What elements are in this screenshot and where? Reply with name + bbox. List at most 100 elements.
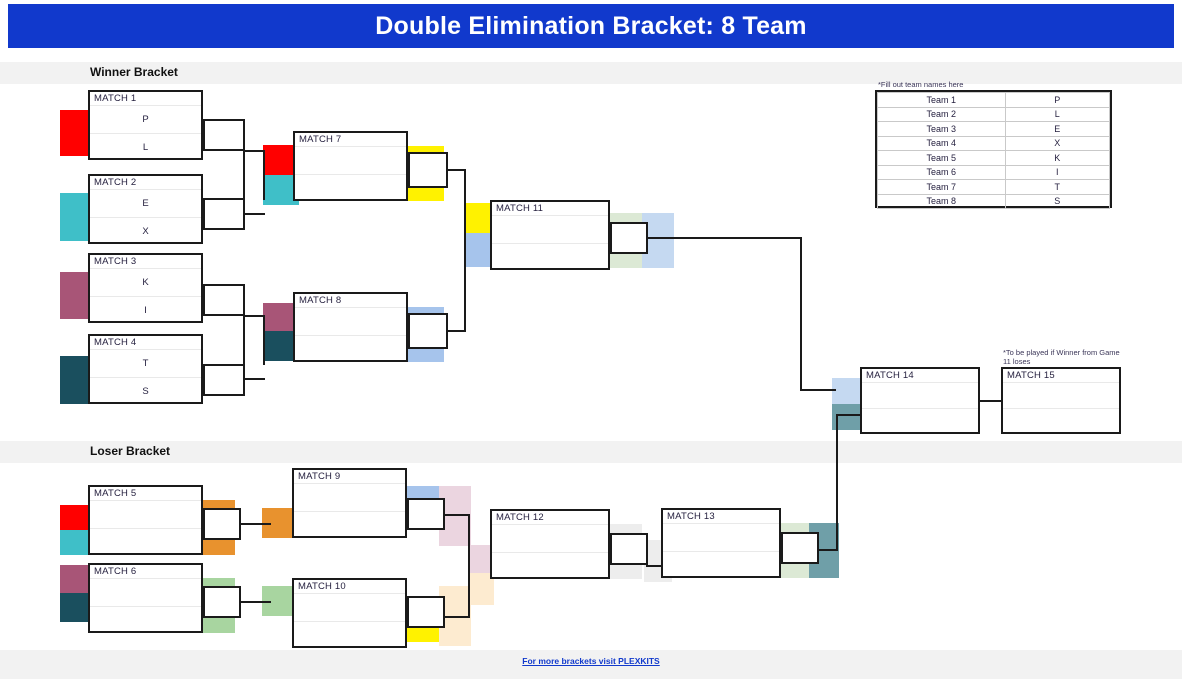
team-slot-label: Team 1 [877, 92, 1006, 108]
winner-slot-match11[interactable] [610, 222, 648, 254]
connector-line [468, 514, 470, 618]
team-name-value[interactable]: I [1004, 164, 1111, 180]
winner-bracket-label: Winner Bracket [90, 65, 178, 79]
team-slot-label: Team 5 [877, 150, 1006, 166]
team-slot-label: Team 3 [877, 121, 1006, 137]
table-row[interactable]: Team 6 I [877, 164, 1111, 180]
divider [294, 621, 405, 622]
winner-slot-match6[interactable] [203, 586, 241, 618]
team-name-value[interactable]: X [1004, 135, 1111, 151]
table-row[interactable]: Team 1 P [877, 92, 1111, 108]
match-box-6[interactable]: MATCH 6 [88, 563, 203, 633]
match-box-14[interactable]: MATCH 14 [860, 367, 980, 434]
plexkits-link[interactable]: For more brackets visit PLEXKITS [522, 656, 660, 666]
team-names-table[interactable]: Team 1 P Team 2 L Team 3 E Team 4 X Team… [875, 90, 1112, 209]
team-slot-label: Team 4 [877, 135, 1006, 151]
winner-slot-match8[interactable] [408, 313, 448, 349]
connector-line [263, 315, 265, 365]
match-slot-bottom[interactable]: S [142, 386, 149, 397]
table-row[interactable]: Team 8 S [877, 193, 1111, 209]
seed-swatch-team1 [60, 110, 90, 156]
divider [90, 296, 201, 297]
divider [295, 174, 406, 175]
winner-slot-match12[interactable] [610, 533, 648, 565]
winner-slot-match9[interactable] [407, 498, 445, 530]
table-row[interactable]: Team 4 X [877, 135, 1111, 151]
divider [90, 606, 201, 607]
match-box-10[interactable]: MATCH 10 [292, 578, 407, 648]
divider [294, 593, 405, 594]
winner-slot-match1[interactable] [203, 119, 245, 151]
table-row[interactable]: Team 5 K [877, 150, 1111, 166]
match-slot-top[interactable]: T [142, 358, 149, 369]
divider [663, 523, 779, 524]
divider [90, 349, 201, 350]
table-row[interactable]: Team 3 E [877, 121, 1111, 137]
match-box-8[interactable]: MATCH 8 [293, 292, 408, 362]
match-slot-bottom[interactable]: I [144, 305, 147, 316]
match-box-9[interactable]: MATCH 9 [292, 468, 407, 538]
match-box-2[interactable]: MATCH 2 E X [88, 174, 203, 244]
divider [492, 524, 608, 525]
match-slot-top[interactable]: P [142, 114, 149, 125]
loser-seed-swatch-red [60, 505, 90, 530]
match-slot-bottom[interactable]: L [142, 142, 149, 153]
team-slot-label: Team 8 [877, 193, 1006, 209]
match-label: MATCH 2 [94, 177, 137, 188]
match-label: MATCH 4 [94, 337, 137, 348]
team-name-value[interactable]: P [1004, 92, 1111, 108]
match-slot-top[interactable]: E [142, 198, 149, 209]
match-box-5[interactable]: MATCH 5 [88, 485, 203, 555]
match-label: MATCH 10 [298, 581, 346, 592]
connector-line [239, 523, 271, 525]
team-name-value[interactable]: S [1004, 193, 1111, 209]
match-box-4[interactable]: MATCH 4 T S [88, 334, 203, 404]
connector-line [243, 315, 265, 317]
match15-note: *To be played if Winner from Game 11 los… [1003, 348, 1120, 366]
match-label: MATCH 11 [496, 203, 544, 214]
team-name-value[interactable]: K [1004, 150, 1111, 166]
table-row[interactable]: Team 2 L [877, 106, 1111, 122]
divider [90, 105, 201, 106]
match-slot-top[interactable]: K [142, 277, 149, 288]
divider [663, 551, 779, 552]
match-box-13[interactable]: MATCH 13 [661, 508, 781, 578]
connector-line [464, 169, 466, 331]
divider [90, 528, 201, 529]
connector-line [243, 213, 265, 215]
winner-slot-match10[interactable] [407, 596, 445, 628]
match-box-15[interactable]: MATCH 15 [1001, 367, 1121, 434]
winner-slot-match13[interactable] [781, 532, 819, 564]
connector-line [646, 237, 802, 239]
seed-swatch-team2 [60, 193, 90, 241]
connector-line [646, 565, 670, 567]
connector-line [243, 135, 245, 215]
divider [492, 243, 608, 244]
connector-line [836, 414, 862, 416]
team-name-value[interactable]: L [1004, 106, 1111, 122]
match-label: MATCH 7 [299, 134, 342, 145]
winner-slot-match3[interactable] [203, 284, 245, 316]
match-box-3[interactable]: MATCH 3 K I [88, 253, 203, 323]
divider [862, 382, 978, 383]
connector-line [243, 378, 265, 380]
divider [90, 217, 201, 218]
table-row[interactable]: Team 7 T [877, 179, 1111, 195]
team-name-value[interactable]: E [1004, 121, 1111, 137]
team-name-value[interactable]: T [1004, 179, 1111, 195]
match-box-1[interactable]: MATCH 1 P L [88, 90, 203, 160]
match-box-7[interactable]: MATCH 7 [293, 131, 408, 201]
divider [90, 133, 201, 134]
loser-seed-swatch-darkteal [60, 593, 90, 622]
winner-slot-match2[interactable] [203, 198, 245, 230]
match-box-12[interactable]: MATCH 12 [490, 509, 610, 579]
divider [294, 483, 405, 484]
match-box-11[interactable]: MATCH 11 [490, 200, 610, 270]
match-slot-bottom[interactable]: X [142, 226, 149, 237]
winner-slot-match4[interactable] [203, 364, 245, 396]
winner-slot-match7[interactable] [408, 152, 448, 188]
connector-line [243, 150, 265, 152]
match-label: MATCH 3 [94, 256, 137, 267]
winner-slot-match5[interactable] [203, 508, 241, 540]
divider [90, 377, 201, 378]
